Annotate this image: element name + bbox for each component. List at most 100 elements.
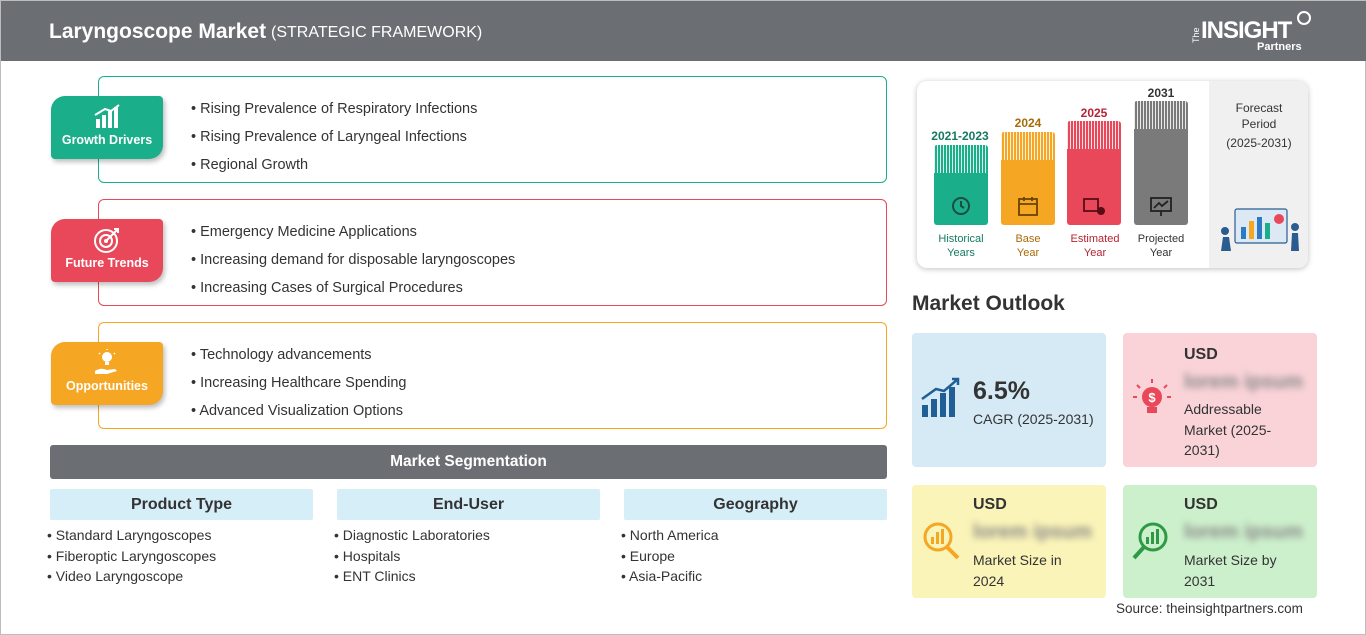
opportunities-label: Opportunities bbox=[66, 379, 148, 393]
logo-ring-icon bbox=[1297, 11, 1311, 25]
page-subtitle: (STRATEGIC FRAMEWORK) bbox=[271, 24, 483, 41]
analyst-dashboard-icon bbox=[1221, 208, 1299, 251]
future-trends-list: Emergency Medicine Applications Increasi… bbox=[191, 218, 515, 302]
forecast-period-label: Forecast Period (2025-2031) bbox=[1217, 100, 1301, 151]
future-trends-tag: Future Trends bbox=[51, 219, 163, 282]
label-line: Estimated bbox=[1070, 233, 1120, 245]
label-line: Year bbox=[1016, 247, 1040, 259]
forecast-line: Forecast bbox=[1235, 101, 1283, 115]
page-title: Laryngoscope Market bbox=[49, 20, 267, 43]
target-icon bbox=[94, 228, 119, 253]
size-2031-value: lorem ipsum bbox=[1184, 521, 1303, 543]
product-type-list: Standard Laryngoscopes Fiberoptic Laryng… bbox=[47, 525, 216, 587]
history-icon bbox=[952, 197, 970, 215]
segment-header-geography: Geography bbox=[624, 489, 887, 520]
market-size-2024-card: USD lorem ipsum Market Size in 2024 bbox=[912, 485, 1106, 598]
growth-drivers-box: Rising Prevalence of Respiratory Infecti… bbox=[98, 76, 887, 183]
list-item: Increasing Healthcare Spending bbox=[191, 369, 406, 397]
list-item: Rising Prevalence of Respiratory Infecti… bbox=[191, 95, 477, 123]
bar-estimated bbox=[1067, 121, 1121, 225]
label-line: Years bbox=[947, 247, 975, 259]
addressable-market-card: $ USD lorem ipsum Addressable Market (20… bbox=[1123, 333, 1317, 467]
list-item: Increasing demand for disposable laryngo… bbox=[191, 246, 515, 274]
bar-chart-icon bbox=[94, 104, 120, 128]
future-trends-label: Future Trends bbox=[65, 256, 149, 270]
growth-drivers-tag: Growth Drivers bbox=[51, 96, 163, 159]
label-line: Year bbox=[1149, 247, 1173, 259]
cagr-label: CAGR (2025-2031) bbox=[973, 411, 1094, 427]
list-item: Video Laryngoscope bbox=[47, 566, 216, 587]
year-historical: 2021-2023 bbox=[931, 129, 989, 143]
size-2024-label: Market Size in 2024 bbox=[973, 552, 1062, 589]
list-item: Emergency Medicine Applications bbox=[191, 218, 515, 246]
opportunities-list: Technology advancements Increasing Healt… bbox=[191, 341, 406, 425]
market-size-2031-card: USD lorem ipsum Market Size by 2031 bbox=[1123, 485, 1317, 598]
list-item: Advanced Visualization Options bbox=[191, 397, 406, 425]
label-line: Historical bbox=[938, 233, 984, 245]
size-2024-value: lorem ipsum bbox=[973, 521, 1092, 543]
list-item: ENT Clinics bbox=[334, 566, 490, 587]
segment-header-end-user: End-User bbox=[337, 489, 600, 520]
addressable-label: Addressable Market (2025-2031) bbox=[1184, 401, 1272, 458]
presentation-icon bbox=[1150, 197, 1172, 216]
year-base: 2024 bbox=[1014, 116, 1042, 130]
size-2031-currency: USD bbox=[1184, 496, 1218, 513]
list-item: Europe bbox=[621, 546, 719, 567]
growth-chart-icon bbox=[921, 377, 960, 417]
header-bar: Laryngoscope Market (STRATEGIC FRAMEWORK… bbox=[1, 1, 1366, 61]
lightbulb-hand-icon bbox=[95, 349, 117, 374]
segment-header-product-type: Product Type bbox=[50, 489, 313, 520]
calendar-icon bbox=[1018, 197, 1038, 216]
size-2024-currency: USD bbox=[973, 496, 1007, 513]
list-item: Technology advancements bbox=[191, 341, 406, 369]
list-item: Hospitals bbox=[334, 546, 490, 567]
geography-list: North America Europe Asia-Pacific bbox=[621, 525, 719, 587]
cagr-card: 6.5% CAGR (2025-2031) bbox=[912, 333, 1106, 467]
list-item: North America bbox=[621, 525, 719, 546]
list-item: Diagnostic Laboratories bbox=[334, 525, 490, 546]
list-item: Increasing Cases of Surgical Procedures bbox=[191, 274, 515, 302]
list-item: Regional Growth bbox=[191, 151, 477, 179]
forecast-years: (2025-2031) bbox=[1226, 136, 1292, 150]
end-user-list: Diagnostic Laboratories Hospitals ENT Cl… bbox=[334, 525, 490, 587]
list-item: Asia-Pacific bbox=[621, 566, 719, 587]
estimate-icon bbox=[1083, 198, 1105, 215]
logo-the-text: The bbox=[1191, 27, 1201, 43]
market-segmentation-title: Market Segmentation bbox=[50, 445, 887, 479]
label-line: Projected bbox=[1137, 233, 1185, 245]
opportunities-box: Technology advancements Increasing Healt… bbox=[98, 322, 887, 429]
insight-partners-logo[interactable]: The INSIGHT Partners bbox=[1191, 11, 1321, 57]
label-line: Year bbox=[1083, 247, 1107, 259]
growth-drivers-list: Rising Prevalence of Respiratory Infecti… bbox=[191, 95, 477, 179]
list-item: Standard Laryngoscopes bbox=[47, 525, 216, 546]
opportunities-tag: Opportunities bbox=[51, 342, 163, 405]
logo-insight-text: INSIGHT bbox=[1201, 17, 1292, 44]
year-projected: 2031 bbox=[1147, 86, 1175, 100]
market-outlook-title: Market Outlook bbox=[912, 292, 1065, 315]
year-estimated: 2025 bbox=[1080, 106, 1108, 120]
bar-base bbox=[1001, 132, 1055, 225]
label-line: Base bbox=[1015, 233, 1041, 245]
list-item: Fiberoptic Laryngoscopes bbox=[47, 546, 216, 567]
source-link[interactable]: Source: theinsightpartners.com bbox=[1116, 601, 1303, 616]
growth-drivers-label: Growth Drivers bbox=[61, 133, 153, 147]
forecast-line: Period bbox=[1241, 117, 1277, 131]
bar-stripes bbox=[1067, 121, 1121, 149]
bar-stripes bbox=[934, 145, 988, 173]
magnifier-growth-icon bbox=[1132, 522, 1168, 560]
bar-stripes bbox=[1134, 101, 1188, 129]
addressable-currency: USD bbox=[1184, 346, 1218, 363]
cagr-value: 6.5% bbox=[973, 377, 1030, 405]
list-item: Rising Prevalence of Laryngeal Infection… bbox=[191, 123, 477, 151]
future-trends-box: Emergency Medicine Applications Increasi… bbox=[98, 199, 887, 306]
svg-text:$: $ bbox=[1148, 390, 1156, 405]
addressable-value: lorem ipsum bbox=[1184, 371, 1303, 393]
bar-projected bbox=[1134, 101, 1188, 225]
money-bulb-icon: $ bbox=[1133, 379, 1171, 413]
